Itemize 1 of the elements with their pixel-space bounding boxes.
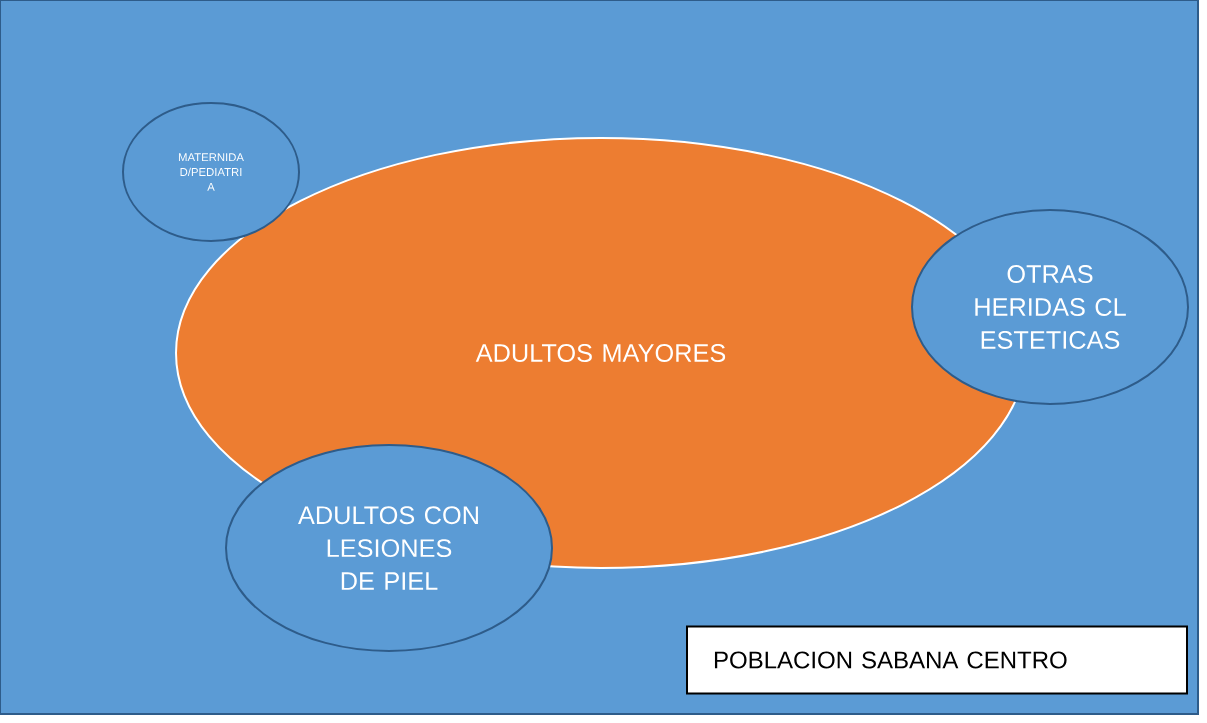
label-box: POBLACION SABANA CENTRO (686, 625, 1188, 695)
